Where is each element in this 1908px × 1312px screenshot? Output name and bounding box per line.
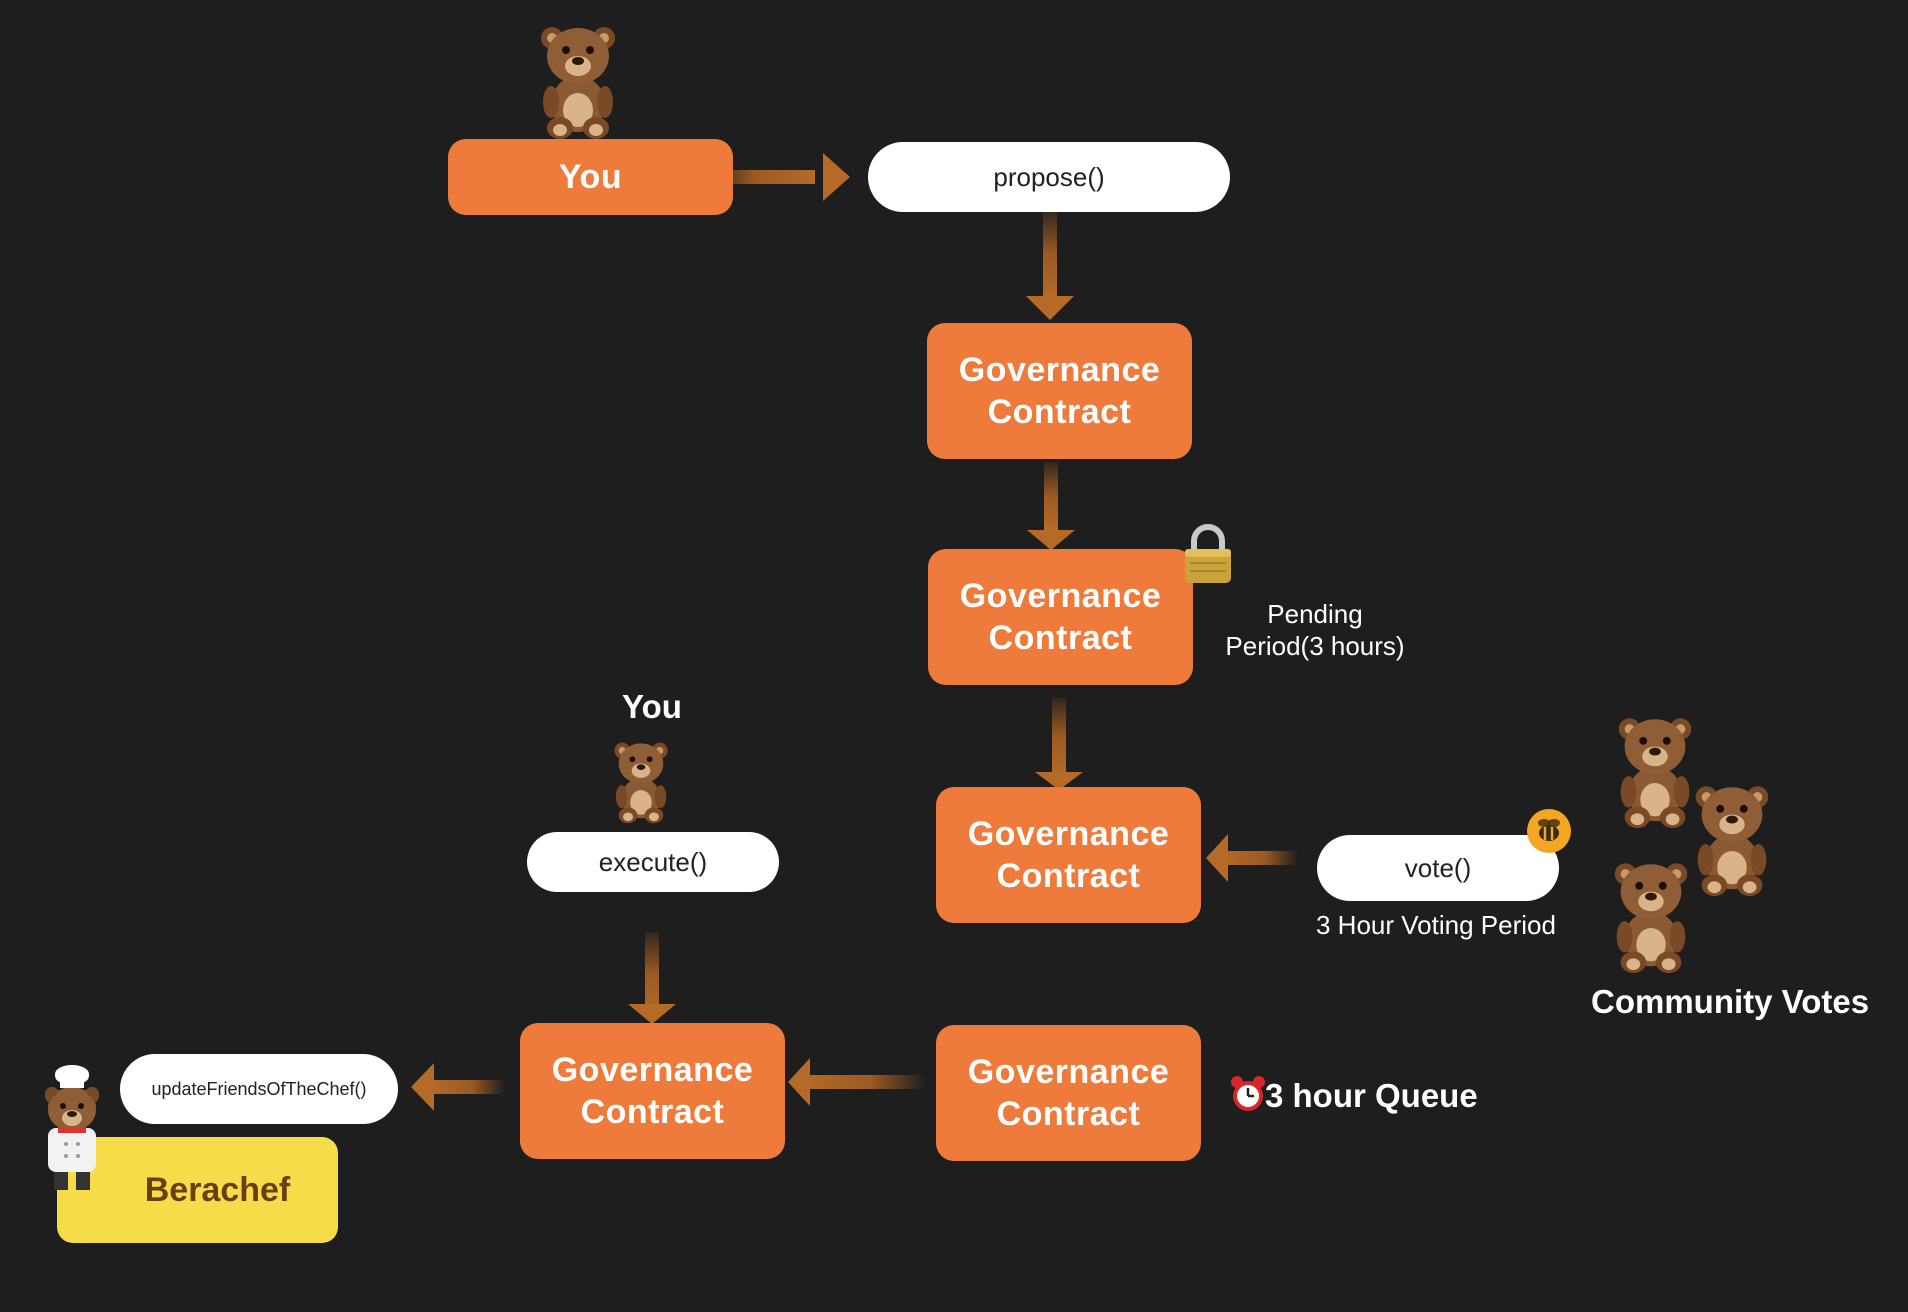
execute-label: execute() xyxy=(598,846,708,877)
governance-1-line2: Contract xyxy=(987,393,1132,431)
execute-pill[interactable]: execute() xyxy=(527,832,779,892)
arrow-execute-to-governance-4 xyxy=(628,932,676,1024)
community-votes-label: Community Votes xyxy=(1591,983,1870,1020)
arrow-governance-4-to-update xyxy=(411,1063,505,1111)
lock-icon xyxy=(1185,524,1231,583)
governance-4-line1: Governance xyxy=(551,1051,754,1089)
governance-contract-4[interactable]: Governance Contract xyxy=(520,1023,785,1159)
arrow-propose-to-governance-1 xyxy=(1026,210,1074,320)
vote-label: vote() xyxy=(1404,852,1472,883)
governance-3-line2: Contract xyxy=(996,857,1141,895)
berachef-box[interactable]: Berachef xyxy=(57,1137,338,1243)
update-friends-pill[interactable]: updateFriendsOfTheChef() xyxy=(120,1054,398,1124)
pending-period-label: Pending Period(3 hours) xyxy=(1210,598,1420,662)
vote-pill[interactable]: vote() xyxy=(1317,835,1559,901)
governance-contract-1[interactable]: Governance Contract xyxy=(927,323,1192,459)
arrow-governance-2-to-governance-3 xyxy=(1035,698,1083,790)
governance-contract-3[interactable]: Governance Contract xyxy=(936,787,1201,923)
alarm-clock-icon xyxy=(1231,1076,1265,1111)
governance-1-line1: Governance xyxy=(958,351,1161,389)
arrow-governance-5-to-governance-4 xyxy=(788,1058,925,1106)
pending-line1: Pending xyxy=(1267,599,1363,629)
propose-pill[interactable]: propose() xyxy=(868,142,1230,212)
governance-3-line1: Governance xyxy=(967,815,1170,853)
berachef-label: Berachef xyxy=(144,1170,291,1209)
you-box[interactable]: You xyxy=(448,139,733,215)
bee-icon xyxy=(1527,809,1571,853)
you-label-execute: You xyxy=(622,688,682,725)
governance-5-line1: Governance xyxy=(967,1053,1170,1091)
governance-2-line1: Governance xyxy=(959,577,1162,615)
pending-line2: Period(3 hours) xyxy=(1225,631,1405,661)
you-box-label: You xyxy=(558,158,623,196)
governance-5-line2: Contract xyxy=(996,1095,1141,1133)
arrow-vote-to-governance-3 xyxy=(1206,834,1298,882)
voting-period-label: 3 Hour Voting Period xyxy=(1316,910,1556,940)
governance-4-line2: Contract xyxy=(580,1093,725,1131)
update-friends-label: updateFriendsOfTheChef() xyxy=(151,1078,367,1099)
governance-2-line2: Contract xyxy=(988,619,1133,657)
propose-label: propose() xyxy=(993,161,1105,192)
governance-contract-5[interactable]: Governance Contract xyxy=(936,1025,1201,1161)
arrow-governance-1-to-governance-2 xyxy=(1027,462,1075,550)
governance-contract-2[interactable]: Governance Contract xyxy=(928,549,1193,685)
queue-label: 3 hour Queue xyxy=(1265,1077,1478,1114)
